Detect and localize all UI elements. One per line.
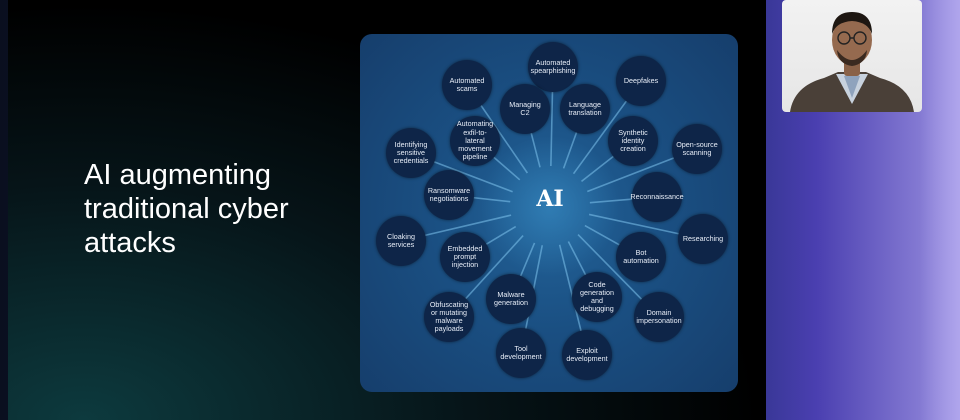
node-domain-impersonation: Domain impersonation — [634, 292, 684, 342]
window-edge-glow — [920, 0, 960, 420]
presentation-slide: AI augmenting traditional cyber attacks … — [8, 0, 766, 420]
node-malware-generation: Malware generation — [486, 274, 536, 324]
node-code-generation: Code generation and debugging — [572, 272, 622, 322]
node-open-source-scanning: Open-source scanning — [672, 124, 722, 174]
node-reconnaissance: Reconnaissance — [630, 172, 684, 222]
node-managing-c2: Managing C2 — [500, 84, 550, 134]
node-bot-automation: Bot automation — [616, 232, 666, 282]
node-language-translation: Language translation — [560, 84, 610, 134]
node-tool-development: Tool development — [496, 328, 546, 378]
node-embedded-prompt-injection: Embedded prompt injection — [440, 232, 490, 282]
node-automated-spearphishing: Automated spearphishing — [528, 42, 578, 92]
center-ai-label: AI — [536, 186, 564, 212]
node-exfil-pipeline: Automating exfil-to-lateral movement pip… — [450, 116, 500, 166]
presenter-video-tile[interactable] — [782, 0, 922, 112]
node-exploit-development: Exploit development — [562, 330, 612, 380]
node-automated-scams: Automated scams — [442, 60, 492, 110]
node-cloaking-services: Cloaking services — [376, 216, 426, 266]
node-ransomware-negotiations: Ransomware negotiations — [424, 170, 474, 220]
node-obfuscating-payloads: Obfuscating or mutating malware payloads — [424, 292, 474, 342]
node-identifying-credentials: Identifying sensitive credentials — [386, 128, 436, 178]
presenter-avatar — [790, 12, 914, 112]
slide-title: AI augmenting traditional cyber attacks — [84, 159, 289, 259]
node-researching: Researching — [678, 214, 728, 264]
ai-diagram-panel: AI Automated spearphishing Deepfakes Ope… — [360, 34, 738, 392]
node-deepfakes: Deepfakes — [616, 56, 666, 106]
node-synthetic-identity: Synthetic identity creation — [608, 116, 658, 166]
